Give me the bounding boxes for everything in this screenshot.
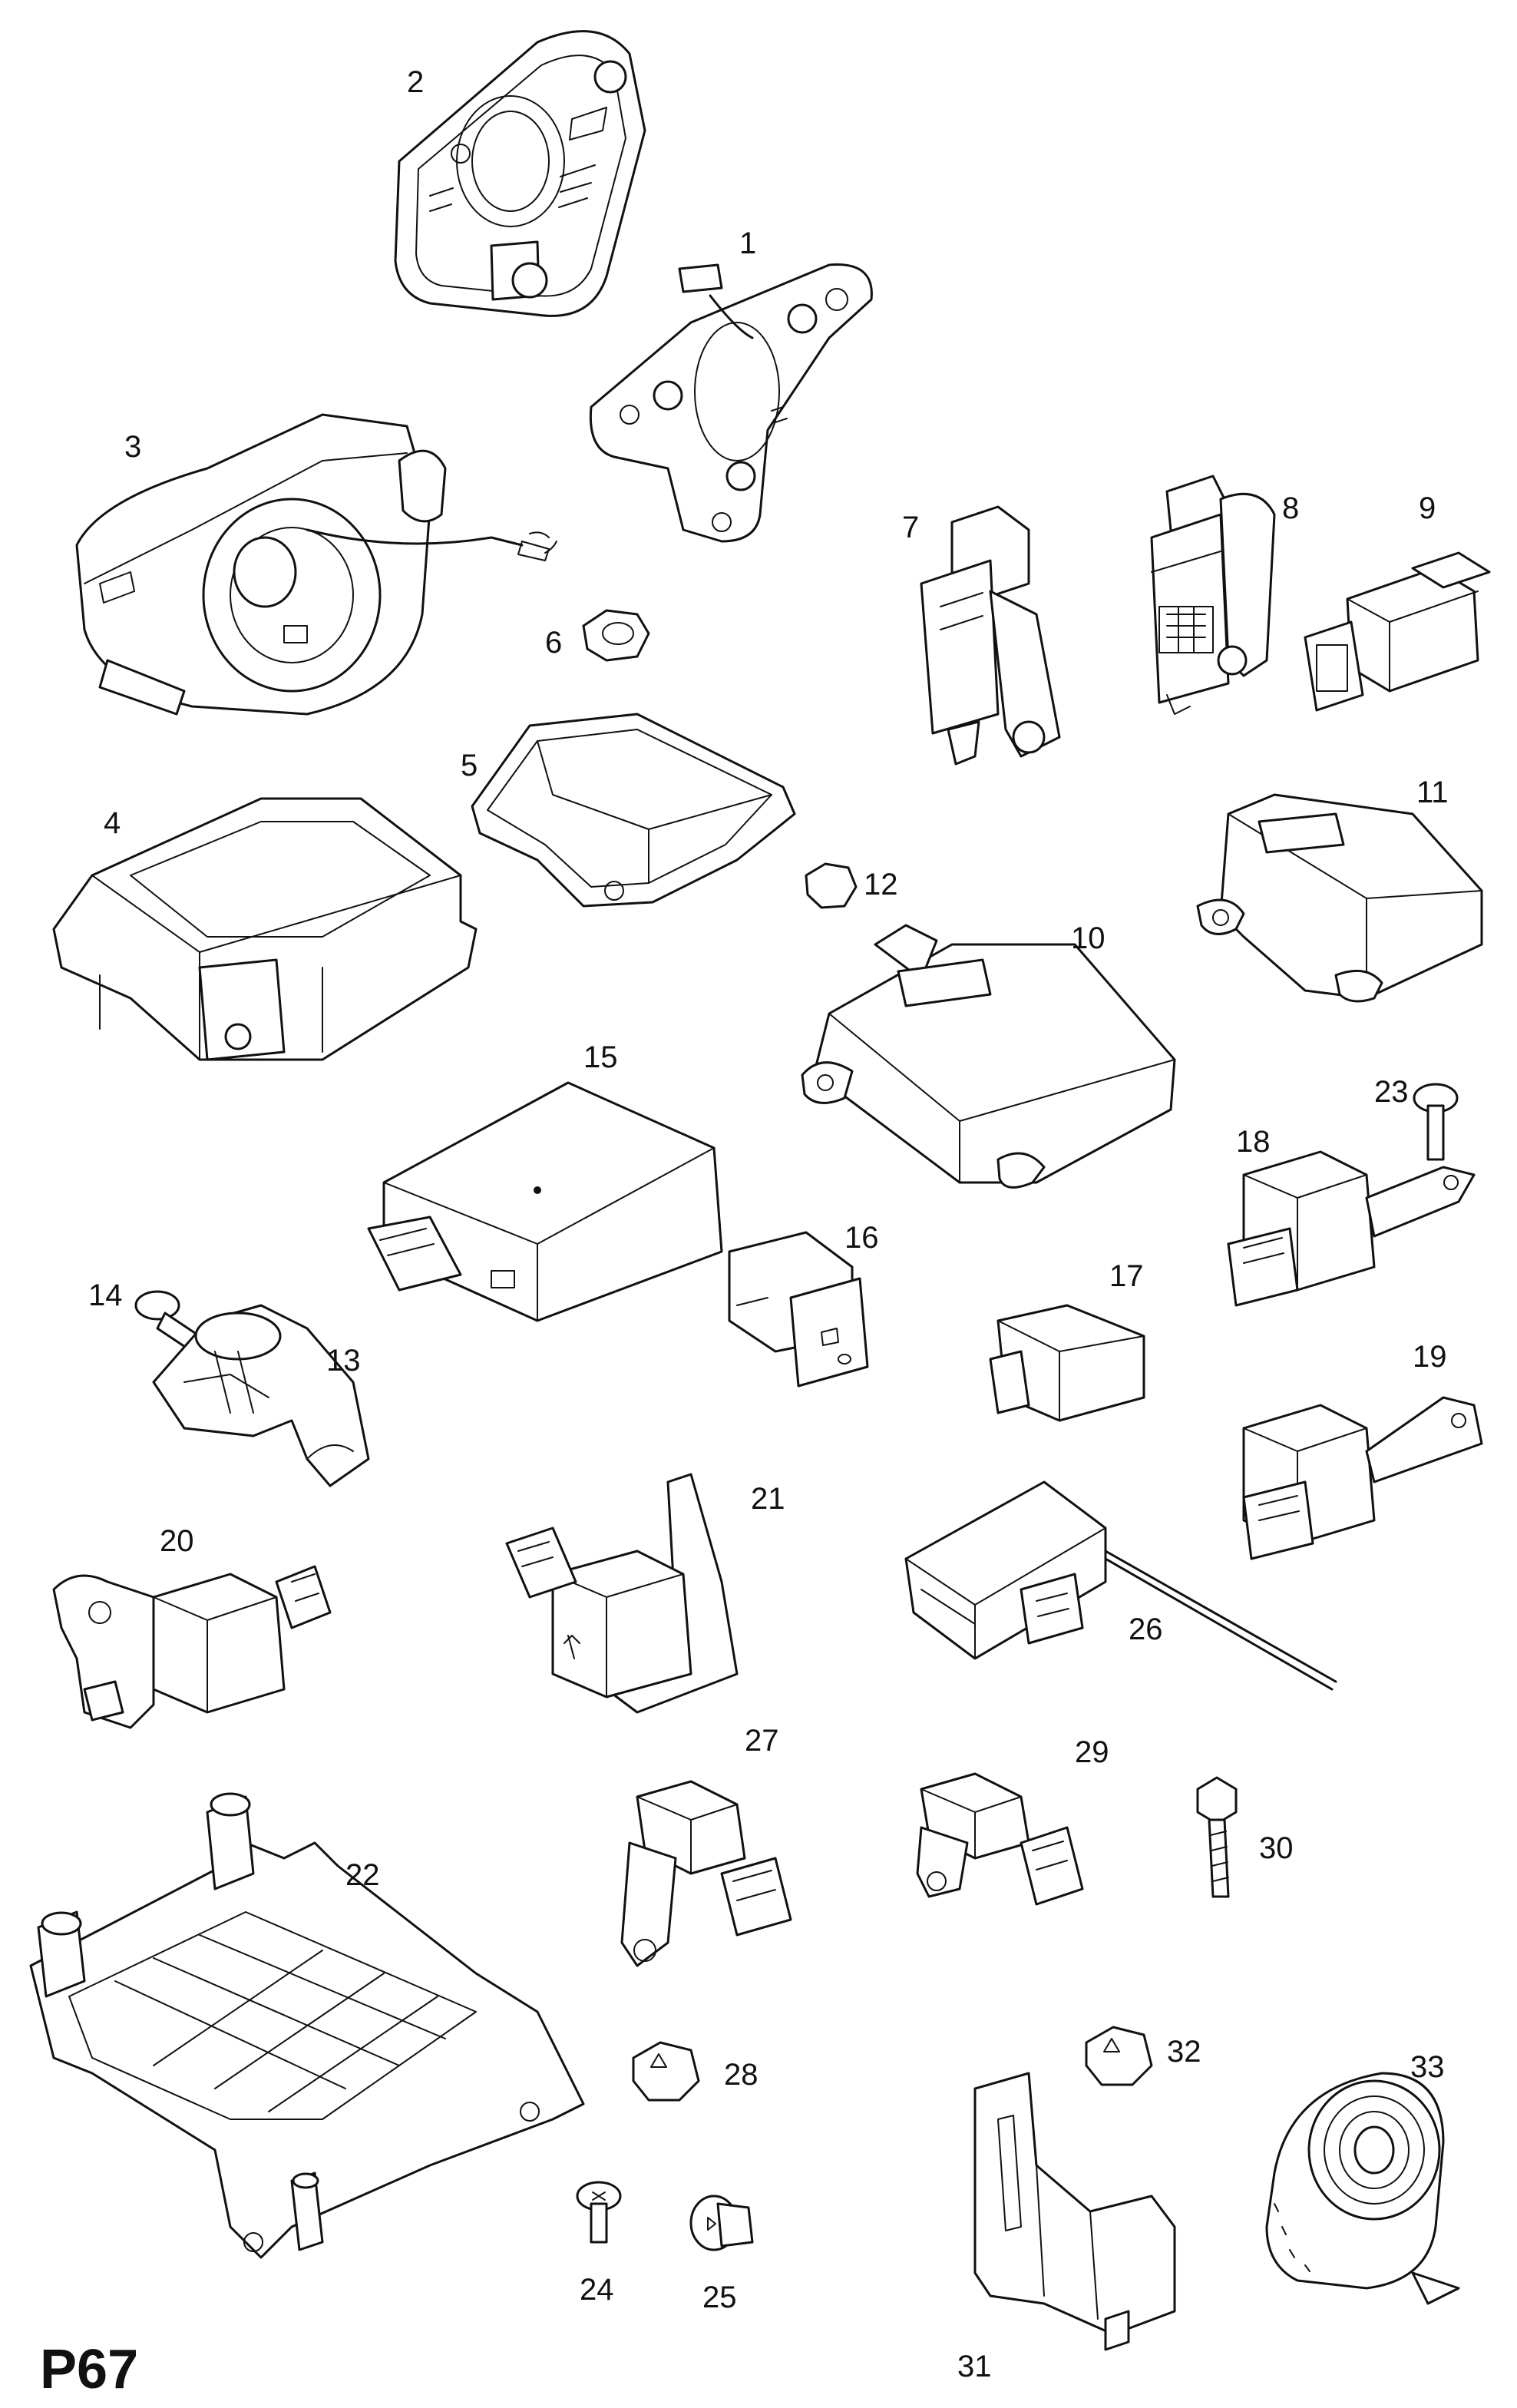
callout-2: 2 bbox=[407, 65, 424, 99]
part-25-clip bbox=[689, 2195, 754, 2251]
part-10-control-unit bbox=[801, 924, 1176, 1189]
part-19-sensor-bracket bbox=[1242, 1396, 1483, 1560]
part-4-control-unit bbox=[52, 797, 478, 1061]
part-26-module-antenna bbox=[904, 1480, 1337, 1691]
part-1-sensor-bracket bbox=[589, 263, 873, 543]
part-8-sensor-bracket bbox=[1150, 475, 1276, 715]
callout-13: 13 bbox=[326, 1344, 361, 1378]
callout-9: 9 bbox=[1419, 491, 1436, 525]
part-18-sensor-bracket bbox=[1227, 1150, 1476, 1307]
callout-17: 17 bbox=[1109, 1259, 1144, 1293]
part-2-column-plate bbox=[394, 30, 646, 317]
callout-6: 6 bbox=[545, 626, 562, 660]
callout-28: 28 bbox=[724, 2058, 758, 2092]
callout-18: 18 bbox=[1236, 1125, 1271, 1159]
callout-21: 21 bbox=[751, 1482, 785, 1516]
part-7-sensor-bracket bbox=[920, 505, 1061, 766]
part-12-nut bbox=[805, 862, 858, 909]
callout-8: 8 bbox=[1282, 491, 1299, 525]
part-32-nut bbox=[1085, 2026, 1153, 2086]
part-3-clockspring-switch bbox=[75, 413, 557, 716]
callout-20: 20 bbox=[160, 1524, 194, 1558]
part-9-connector-module bbox=[1304, 551, 1491, 712]
part-28-nut bbox=[632, 2041, 700, 2102]
callout-7: 7 bbox=[902, 511, 919, 544]
part-17-sensor bbox=[989, 1304, 1145, 1422]
part-5-airbag-control-unit bbox=[471, 713, 796, 908]
part-16-switch bbox=[728, 1231, 869, 1388]
part-23-bolt bbox=[1413, 1083, 1459, 1161]
part-22-carrier-tray bbox=[29, 1792, 585, 2259]
callout-29: 29 bbox=[1075, 1735, 1109, 1769]
part-33-tape-roll bbox=[1265, 2072, 1460, 2305]
callout-1: 1 bbox=[739, 227, 756, 260]
part-30-bolt bbox=[1196, 1776, 1238, 1898]
callout-33: 33 bbox=[1410, 2050, 1445, 2084]
part-15-control-unit bbox=[367, 1081, 723, 1322]
callout-24: 24 bbox=[580, 2273, 614, 2307]
callout-32: 32 bbox=[1167, 2035, 1201, 2069]
part-6-nut bbox=[582, 609, 650, 662]
part-24-screw bbox=[576, 2181, 622, 2244]
callout-30: 30 bbox=[1259, 1831, 1294, 1865]
part-13-holder bbox=[152, 1304, 370, 1487]
callout-25: 25 bbox=[702, 2281, 737, 2314]
callout-10: 10 bbox=[1071, 921, 1106, 955]
callout-11: 11 bbox=[1416, 776, 1449, 809]
callout-15: 15 bbox=[583, 1040, 618, 1074]
part-29-sensor bbox=[916, 1772, 1084, 1906]
callout-27: 27 bbox=[745, 1724, 779, 1758]
callout-5: 5 bbox=[461, 749, 478, 782]
callout-23: 23 bbox=[1374, 1075, 1409, 1109]
callout-4: 4 bbox=[104, 806, 121, 840]
part-31-bracket bbox=[973, 2072, 1176, 2351]
callout-22: 22 bbox=[345, 1858, 380, 1892]
callout-26: 26 bbox=[1129, 1612, 1163, 1646]
page-code: P67 bbox=[40, 2339, 138, 2400]
callout-12: 12 bbox=[864, 868, 898, 901]
callout-19: 19 bbox=[1413, 1340, 1447, 1374]
callout-31: 31 bbox=[957, 2350, 992, 2383]
part-21-sensor-bracket bbox=[505, 1473, 739, 1714]
callout-14: 14 bbox=[88, 1278, 123, 1312]
callout-3: 3 bbox=[124, 430, 141, 464]
part-27-sensor bbox=[620, 1780, 792, 1967]
callout-16: 16 bbox=[844, 1221, 879, 1255]
part-11-sensor-unit bbox=[1196, 793, 1483, 1003]
part-20-sensor-bracket bbox=[52, 1565, 332, 1729]
